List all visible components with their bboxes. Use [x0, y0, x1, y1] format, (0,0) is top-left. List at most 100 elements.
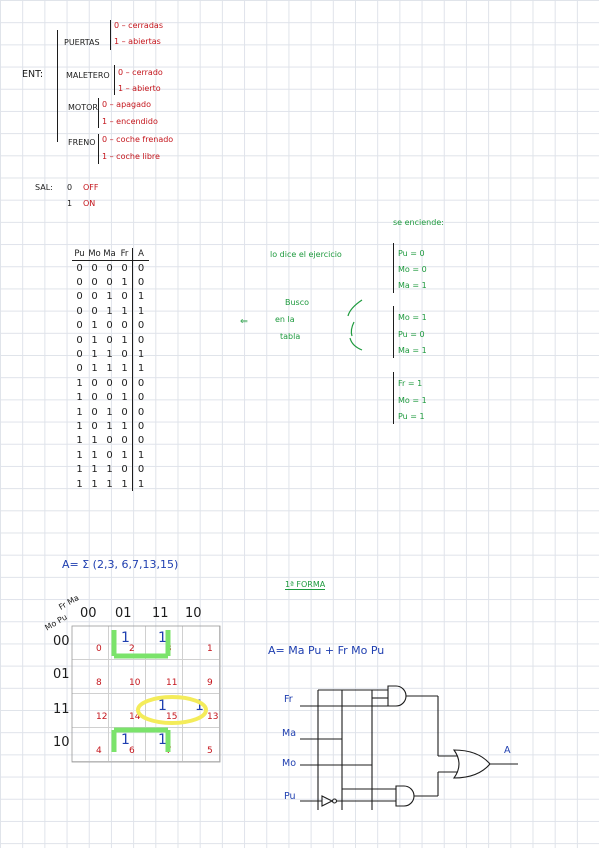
- g2-mo: Mo = 1: [398, 313, 427, 322]
- kmap-cell-index: 11: [166, 678, 178, 688]
- table-cell: 1: [121, 363, 128, 375]
- table-cell: 1: [132, 289, 149, 305]
- truth-table-header-cell: Fr: [117, 248, 133, 261]
- kmap-row-header: 01: [53, 667, 70, 682]
- table-cell: 0: [121, 291, 128, 303]
- kmap-row-header: 11: [53, 702, 70, 717]
- busco-3: tabla: [280, 332, 301, 341]
- enciende-title: se enciende:: [393, 218, 444, 227]
- table-cell: 1: [106, 420, 113, 432]
- table-cell: 0: [132, 404, 149, 420]
- table-cell: 0: [91, 291, 98, 303]
- kmap-cell-index: 9: [207, 678, 213, 688]
- busco-bracket-top: [347, 299, 363, 317]
- table-cell: 0: [121, 464, 128, 476]
- table-cell: 1: [91, 334, 98, 346]
- table-cell: 1: [121, 277, 128, 289]
- puertas-label: PUERTAS: [64, 38, 100, 47]
- table-cell: 1: [91, 363, 98, 375]
- g2-ma: Ma = 1: [398, 346, 427, 355]
- g1-bar: [393, 243, 394, 293]
- kmap-cell-index: 8: [96, 678, 102, 688]
- kmap-cell: 11: [146, 660, 183, 694]
- table-cell: 0: [91, 262, 98, 274]
- table-cell: 0: [132, 332, 149, 348]
- kmap-col-header: 11: [152, 606, 169, 621]
- kmap-cell: 4: [72, 728, 109, 762]
- table-cell: 0: [76, 349, 83, 361]
- salida-value-0: 0: [67, 183, 73, 192]
- table-cell: 1: [132, 361, 149, 377]
- table-cell: 0: [76, 363, 83, 375]
- table-cell: 0: [132, 462, 149, 477]
- busco-2: en la: [275, 315, 295, 324]
- table-cell: 0: [106, 435, 113, 447]
- truth-table-header-cell: A: [132, 248, 149, 261]
- kmap-cell-index: 13: [207, 712, 219, 722]
- motor-label: MOTOR: [68, 103, 98, 112]
- table-cell: 1: [121, 449, 128, 461]
- table-cell: 1: [76, 392, 83, 404]
- kmap-cell: 0: [72, 626, 109, 660]
- table-cell: 1: [91, 478, 98, 490]
- kmap-cell-value: 1: [158, 630, 167, 646]
- entradas-brace: [57, 30, 58, 142]
- table-cell: 1: [76, 406, 83, 418]
- table-cell: 1: [106, 464, 113, 476]
- table-cell: 0: [91, 420, 98, 432]
- table-cell: 0: [132, 419, 149, 434]
- motor-opt0: 0 – apagado: [102, 100, 152, 109]
- table-cell: 1: [106, 305, 113, 317]
- table-cell: 1: [132, 448, 149, 463]
- busco-1: Busco: [285, 298, 310, 307]
- table-cell: 1: [121, 305, 128, 317]
- g3-mo: Mo = 1: [398, 396, 427, 405]
- kmap-col-header: 00: [80, 606, 97, 621]
- table-cell: 0: [76, 334, 83, 346]
- g3-fr: Fr = 1: [398, 379, 423, 388]
- kmap-cell-index: 1: [207, 644, 213, 654]
- busco-bracket-bot: [349, 337, 363, 351]
- table-cell: 0: [76, 305, 83, 317]
- table-cell: 0: [76, 262, 83, 274]
- enunciado-text: lo dice el ejercicio: [270, 250, 342, 259]
- kmap-col-header: 10: [185, 606, 202, 621]
- salida-text-on: ON: [83, 199, 96, 208]
- kmap-cell-value: 1: [158, 732, 167, 748]
- table-cell: 0: [132, 433, 149, 449]
- forma-label: 1ª FORMA: [285, 580, 326, 590]
- arrow-left: ⇐: [240, 316, 248, 327]
- table-cell: 0: [132, 376, 149, 391]
- maletero-bar: [114, 65, 115, 95]
- table-cell: 0: [121, 320, 128, 332]
- table-cell: 1: [76, 435, 83, 447]
- salida-text-off: OFF: [83, 183, 99, 192]
- table-cell: 0: [91, 305, 98, 317]
- kmap-row-header: 10: [53, 735, 70, 750]
- kmap-cell-index: 14: [129, 712, 141, 722]
- table-cell: 0: [106, 320, 113, 332]
- table-cell: 1: [132, 304, 149, 319]
- table-cell: 1: [106, 291, 113, 303]
- table-cell: 0: [106, 262, 113, 274]
- freno-opt0: 0 – coche frenado: [102, 135, 174, 144]
- table-cell: 1: [76, 377, 83, 389]
- not-gate: [321, 795, 334, 807]
- table-cell: 1: [132, 347, 149, 362]
- circuit-label-output: A: [504, 745, 511, 756]
- kmap-cell: 10: [109, 660, 146, 694]
- kmap-cell-index: 15: [166, 712, 178, 722]
